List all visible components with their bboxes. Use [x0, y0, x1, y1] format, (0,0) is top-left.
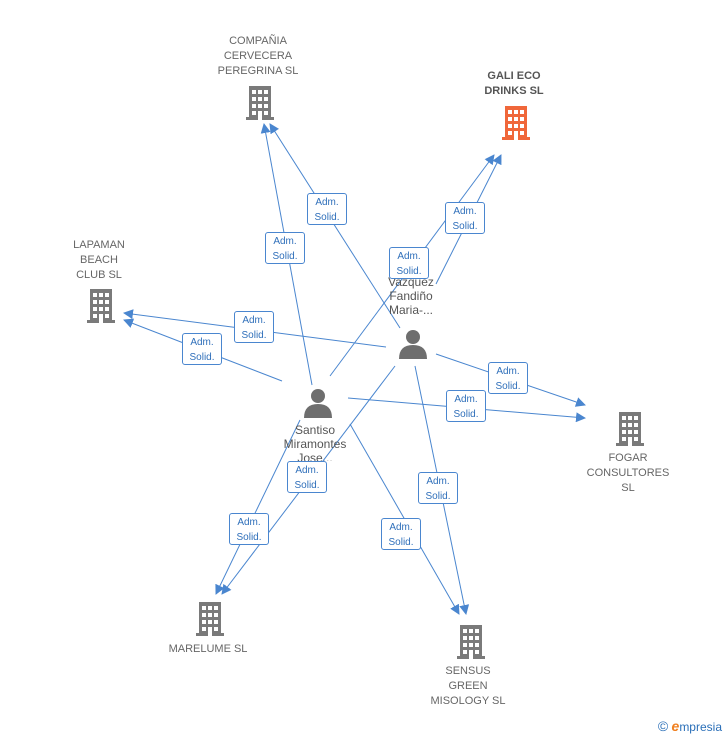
edge-badge[interactable]: Adm. Solid. — [229, 513, 269, 545]
edge-badge[interactable]: Adm. Solid. — [389, 247, 429, 279]
node-label-gali[interactable]: GALI ECO DRINKS SL — [484, 70, 544, 97]
edge-badge[interactable]: Adm. Solid. — [488, 362, 528, 394]
person-icon[interactable] — [399, 330, 427, 359]
node-label-fogar[interactable]: FOGAR CONSULTORES SL — [586, 452, 670, 494]
building-icon[interactable] — [616, 412, 644, 446]
building-icon[interactable] — [457, 625, 485, 659]
edge-badge[interactable]: Adm. Solid. — [182, 333, 222, 365]
person-label-vazquez[interactable]: Vazquez Fandiño Maria-... — [388, 275, 434, 317]
building-icon[interactable] — [246, 86, 274, 120]
node-label-sensus[interactable]: SENSUS GREEN MISOLOGY SL — [430, 665, 506, 707]
building-icon[interactable] — [502, 106, 530, 140]
edge-badge[interactable]: Adm. Solid. — [418, 472, 458, 504]
edge-santiso-marelume — [215, 419, 301, 595]
building-icon[interactable] — [87, 289, 115, 323]
node-label-lapaman[interactable]: LAPAMAN BEACH CLUB SL — [73, 239, 125, 281]
edge-badge[interactable]: Adm. Solid. — [234, 311, 274, 343]
person-icon[interactable] — [304, 389, 332, 418]
edge-badge[interactable]: Adm. Solid. — [445, 202, 485, 234]
building-icon[interactable] — [196, 602, 224, 636]
edge-badge[interactable]: Adm. Solid. — [446, 390, 486, 422]
edge-badge[interactable]: Adm. Solid. — [307, 193, 347, 225]
person-label-santiso[interactable]: Santiso Miramontes Jose... — [283, 423, 347, 461]
edge-badge[interactable]: Adm. Solid. — [287, 461, 327, 493]
edge-badge[interactable]: Adm. Solid. — [265, 232, 305, 264]
copyright-notice: © empresia — [658, 718, 722, 734]
brand-logo-initial: e — [671, 718, 680, 734]
node-label-compania[interactable]: COMPAÑIA CERVECERA PEREGRINA SL — [217, 35, 299, 77]
edge-badge[interactable]: Adm. Solid. — [381, 518, 421, 550]
copyright-symbol: © — [657, 718, 669, 734]
edge-vazquez-compania — [269, 123, 401, 329]
node-label-marelume[interactable]: MARELUME SL — [168, 643, 248, 655]
brand-logo-text: mpresia — [679, 720, 722, 734]
